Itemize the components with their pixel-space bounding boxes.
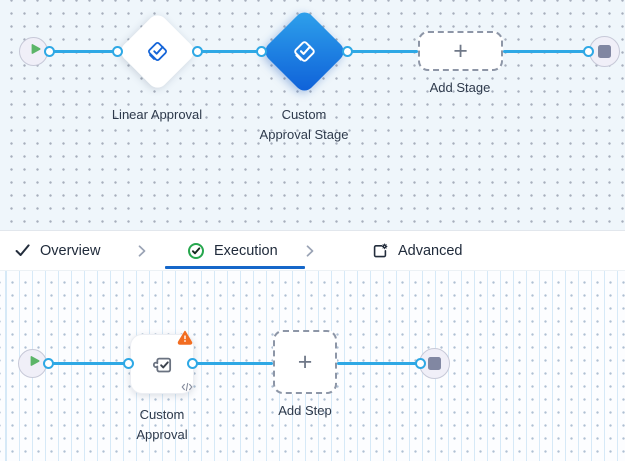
add-step-button[interactable]: + xyxy=(273,330,337,394)
chevron-right-icon xyxy=(137,243,147,258)
connector-line xyxy=(347,49,418,53)
check-icon xyxy=(14,242,31,259)
tab-advanced-label: Advanced xyxy=(398,242,463,259)
check-circle-icon xyxy=(187,242,205,260)
puzzle-check-icon xyxy=(149,351,176,378)
connector-line xyxy=(503,49,588,53)
connection-port[interactable] xyxy=(414,357,426,369)
connector-line xyxy=(197,49,261,53)
connector-line xyxy=(48,361,128,365)
stop-icon xyxy=(427,356,441,370)
start-node[interactable] xyxy=(18,36,48,66)
stage-node-custom-approval-stage[interactable] xyxy=(260,7,348,95)
tab-advanced[interactable]: Advanced xyxy=(371,231,463,270)
stage-canvas[interactable]: + Linear Approval Custom Approval Stage … xyxy=(0,0,625,230)
stop-icon xyxy=(597,44,611,58)
stage-label-custom-approval-stage: Custom Approval Stage xyxy=(259,107,349,142)
connection-port[interactable] xyxy=(341,45,353,57)
tab-overview-label: Overview xyxy=(40,242,101,259)
connection-port[interactable] xyxy=(122,357,134,369)
stage-node-linear-approval[interactable] xyxy=(116,10,198,92)
end-node[interactable] xyxy=(588,35,620,67)
add-step-label: Add Step xyxy=(278,403,332,418)
connection-port[interactable] xyxy=(191,45,203,57)
play-icon xyxy=(26,40,44,63)
plus-icon: + xyxy=(297,347,313,376)
step-canvas[interactable]: + Custom Approval Add Step xyxy=(0,271,625,461)
connector-line xyxy=(192,361,273,365)
connection-port[interactable] xyxy=(582,45,594,57)
connector-line xyxy=(49,49,118,53)
approval-diamond-check-icon xyxy=(292,39,317,64)
connection-port[interactable] xyxy=(111,45,123,57)
chevron-right-icon xyxy=(305,243,315,258)
connection-port[interactable] xyxy=(43,45,55,57)
step-label-custom-approval: Custom Approval xyxy=(136,407,188,442)
add-stage-button[interactable]: + xyxy=(418,31,503,71)
stage-label-linear-approval: Linear Approval xyxy=(111,107,203,122)
connector-line xyxy=(337,361,420,365)
connection-port[interactable] xyxy=(42,357,54,369)
stage-tab-bar: Overview Execution xyxy=(0,230,625,271)
active-tab-underline xyxy=(165,266,305,269)
tab-execution[interactable]: Execution xyxy=(187,231,278,270)
tab-execution-label: Execution xyxy=(214,242,278,259)
page-gear-icon xyxy=(371,242,389,260)
warning-triangle-icon[interactable] xyxy=(177,330,193,345)
tab-overview[interactable]: Overview xyxy=(14,231,100,270)
approval-diamond-check-icon xyxy=(146,40,169,63)
code-icon xyxy=(181,382,193,392)
connection-port[interactable] xyxy=(186,357,198,369)
play-icon xyxy=(25,352,43,375)
plus-icon: + xyxy=(453,36,468,65)
add-stage-label: Add Stage xyxy=(429,80,491,95)
connection-port[interactable] xyxy=(255,45,267,57)
